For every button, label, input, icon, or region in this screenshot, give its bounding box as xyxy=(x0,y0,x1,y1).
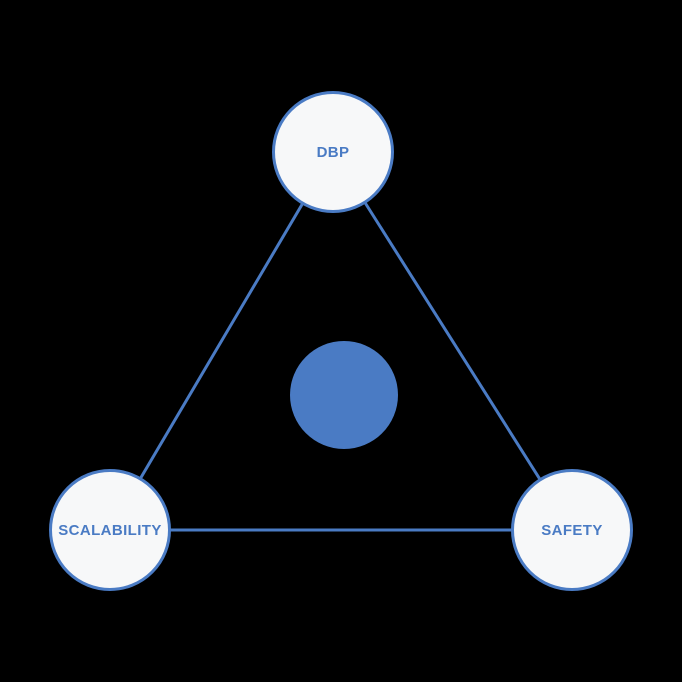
node-dbp[interactable]: DBP xyxy=(272,91,394,213)
edge-dbp-safety xyxy=(331,150,574,532)
node-scalability[interactable]: SCALABILITY xyxy=(49,469,171,591)
node-scalability-label: SCALABILITY xyxy=(58,521,162,539)
node-safety[interactable]: SAFETY xyxy=(511,469,633,591)
node-safety-label: SAFETY xyxy=(541,521,603,539)
edge-dbp-scalability xyxy=(108,150,335,532)
node-dbp-label: DBP xyxy=(316,143,350,161)
node-core[interactable] xyxy=(290,341,398,449)
